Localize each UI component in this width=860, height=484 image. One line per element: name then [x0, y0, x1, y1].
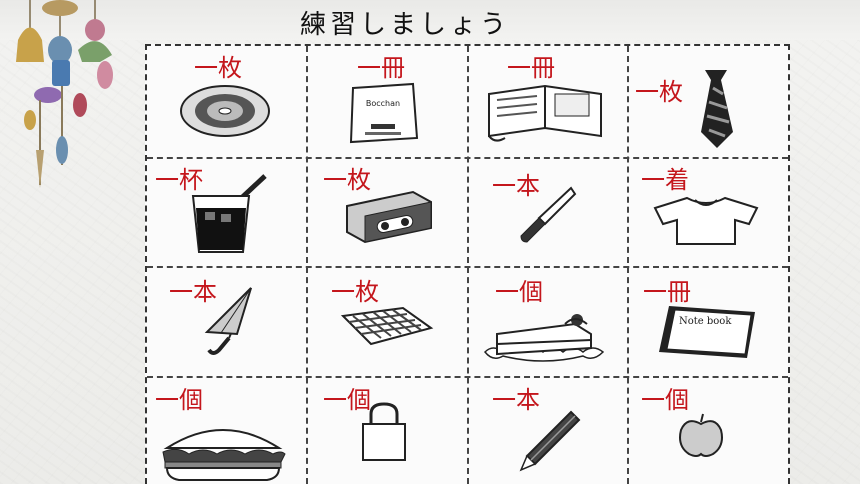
knife-icon: [520, 186, 577, 243]
svg-text:Note book: Note book: [679, 316, 732, 327]
grid-divider: [147, 376, 788, 378]
grid-divider: [467, 46, 469, 484]
counter-label: 一本: [492, 386, 540, 414]
counter-label: 一杯: [155, 166, 203, 194]
counter-label: 一冊: [357, 54, 405, 82]
counter-label: 一枚: [194, 54, 242, 82]
counter-label: 一個: [495, 278, 543, 306]
grid-divider: [147, 266, 788, 268]
umbrella-icon: [204, 287, 252, 355]
cd-icon: [180, 85, 270, 137]
counter-label: 一枚: [323, 166, 371, 194]
pencil-icon: [519, 410, 581, 472]
booklet-icon: Bocchan: [349, 82, 419, 144]
cake-icon: [483, 314, 605, 362]
title-band: [0, 0, 860, 40]
counter-label: 一本: [492, 172, 540, 200]
counter-label: 一本: [169, 278, 217, 306]
tshirt-icon: [653, 196, 759, 245]
videotape-icon: [346, 190, 432, 244]
glass-icon: [191, 174, 267, 253]
magazine-icon: [488, 84, 602, 142]
counter-label: 一枚: [635, 78, 683, 106]
hamburger-icon: [162, 429, 286, 481]
counter-label: 一個: [641, 386, 689, 414]
handkerchief-icon: [340, 306, 434, 346]
counter-grid: 一枚 一冊 Bocchan 一冊 一枚 一杯 一枚: [145, 44, 790, 484]
necktie-icon: [701, 70, 733, 148]
notebook-icon: Note book: [659, 306, 755, 358]
grid-divider: [627, 46, 629, 484]
page-title: 練習しましょう: [300, 10, 511, 40]
bag-icon: [362, 402, 406, 461]
counter-label: 一個: [155, 386, 203, 414]
counter-label: 一枚: [331, 278, 379, 306]
grid-divider: [147, 157, 788, 159]
svg-text:Bocchan: Bocchan: [366, 99, 400, 108]
counter-label: 一冊: [643, 278, 691, 306]
wind-chime-decoration: [16, 0, 113, 188]
counter-label: 一冊: [507, 54, 555, 82]
apple-icon: [679, 413, 723, 457]
counter-label: 一個: [323, 386, 371, 414]
counter-label: 一着: [641, 166, 689, 194]
grid-divider: [306, 46, 308, 484]
